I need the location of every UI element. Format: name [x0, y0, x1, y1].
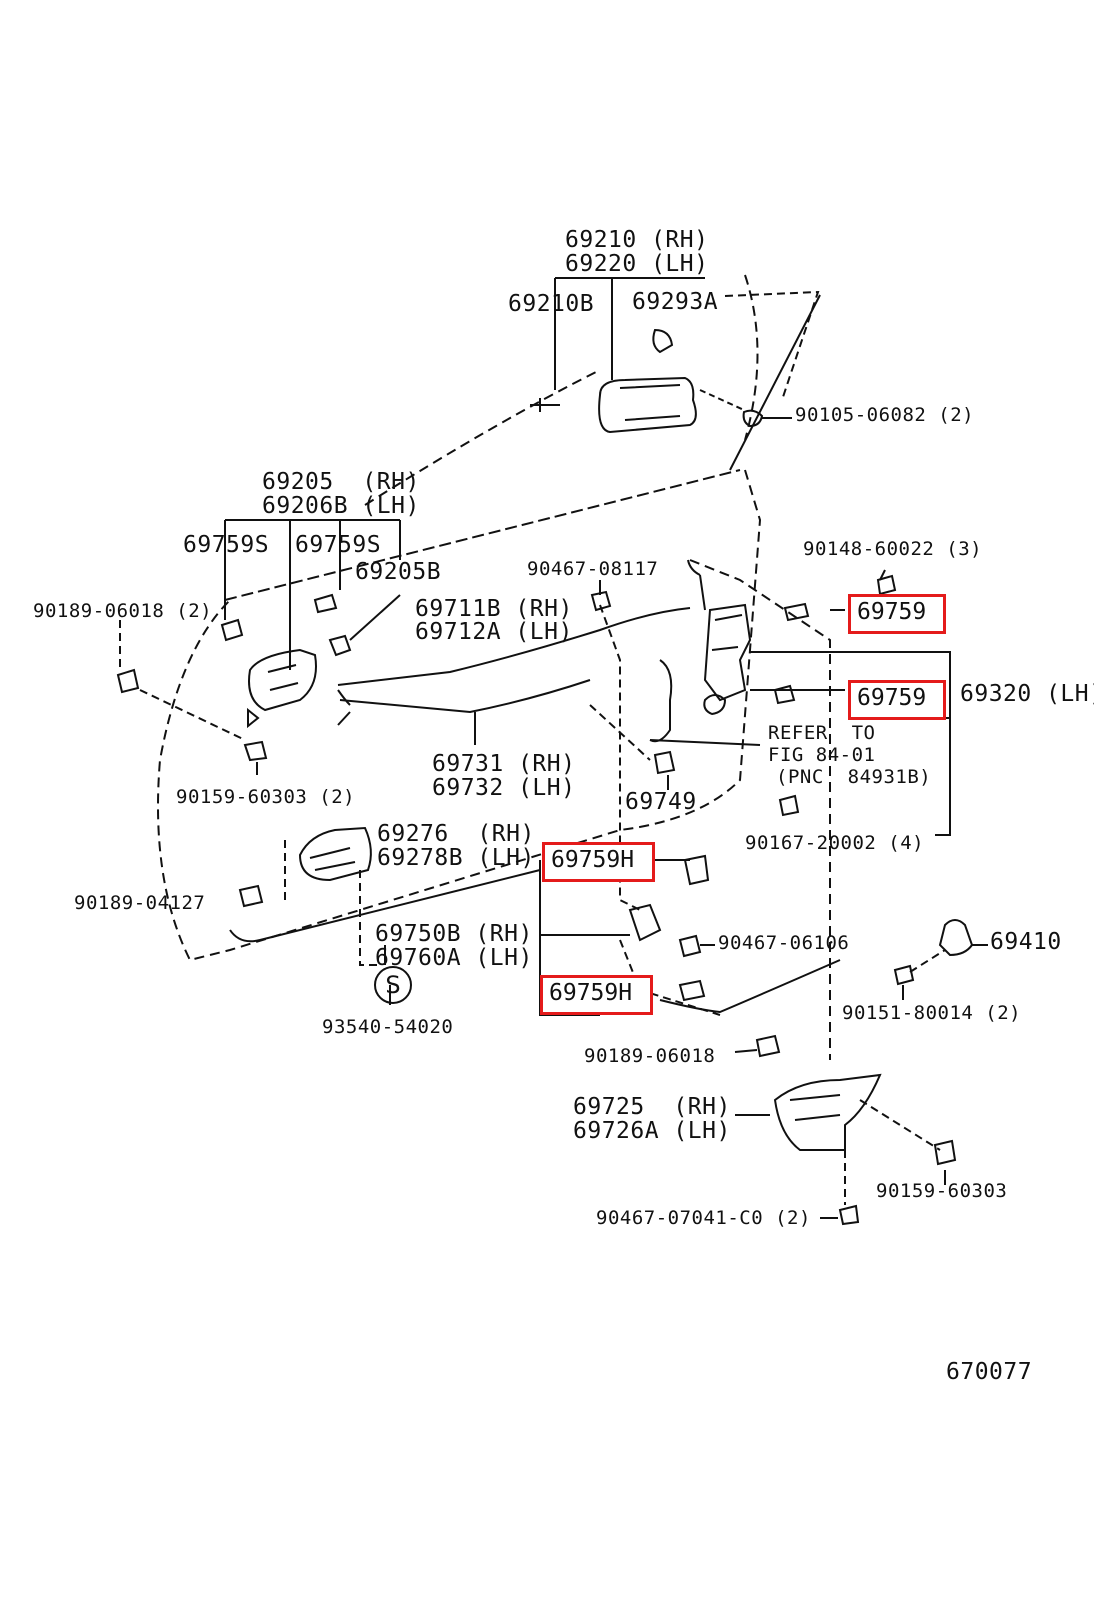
- inner-door-handle: [298, 826, 372, 882]
- screw-left: [243, 740, 268, 762]
- label-90167-20002: 90167-20002 (4): [745, 832, 925, 854]
- label-69410: 69410: [990, 929, 1062, 955]
- label-90467-06106: 90467-06106: [718, 932, 850, 954]
- rod-lower-2: [337, 711, 351, 726]
- label-69293a: 69293A: [632, 289, 719, 315]
- clip-left-3: [328, 634, 352, 657]
- label-90159-60303-2: 90159-60303 (2): [176, 786, 356, 808]
- bracket-69759h: [539, 860, 630, 1016]
- screw-90148-2: [876, 574, 897, 596]
- highlight-69759-upper[interactable]: 69759: [848, 594, 946, 634]
- door-lower-arc: [229, 869, 541, 943]
- label-90467-08117: 90467-08117: [527, 558, 659, 580]
- clip-left-2: [313, 593, 338, 614]
- link-cable-2: [649, 739, 761, 746]
- screw-90151: [893, 964, 915, 986]
- label-pnc-84931b: (PNC 84931B): [776, 766, 932, 788]
- rod-upper-2: [337, 689, 351, 706]
- label-69220-lh: 69220 (LH): [565, 251, 709, 277]
- label-69760a-lh: 69760A (LH): [375, 945, 533, 971]
- rod-lower: [339, 679, 591, 714]
- screw-90159: [933, 1139, 957, 1166]
- label-69712a-lh: 69712A (LH): [415, 619, 573, 645]
- label-69732-lh: 69732 (LH): [432, 775, 576, 801]
- label-69759s-1: 69759S: [183, 532, 270, 558]
- label-90189-06018: 90189-06018: [584, 1045, 716, 1067]
- label-69731-rh: 69731 (RH): [432, 751, 576, 777]
- bracket-69205: [224, 519, 401, 670]
- label-69759s-2: 69759S: [295, 532, 382, 558]
- label-90105-06082: 90105-06082 (2): [795, 404, 975, 426]
- rod-upper: [337, 607, 691, 686]
- label-90189-04127: 90189-04127: [74, 892, 206, 914]
- label-69725-rh: 69725 (RH): [573, 1094, 731, 1120]
- clip-90189-06018-b: [755, 1034, 781, 1058]
- dash-90467-08117: [599, 604, 641, 911]
- label-69205-rh: 69205 (RH): [262, 469, 420, 495]
- label-refer-to: REFER TO: [768, 722, 876, 744]
- label-69711b-rh: 69711B (RH): [415, 596, 573, 622]
- label-90148-60022: 90148-60022 (3): [803, 538, 983, 560]
- highlight-69759h-lower[interactable]: 69759H: [540, 975, 653, 1015]
- dash-lock: [689, 559, 831, 1060]
- label-69749: 69749: [625, 789, 697, 815]
- screw-90467-07041: [838, 1204, 860, 1226]
- label-69210b: 69210B: [508, 291, 595, 317]
- door-upper-line: [224, 469, 741, 601]
- label-fig-84-01: FIG 84-01: [768, 744, 876, 766]
- clip-69749: [653, 750, 676, 775]
- dash-90151: [909, 949, 946, 973]
- leader-69205b: [349, 594, 401, 641]
- door-outline: [157, 274, 762, 962]
- dash-90159: [859, 1099, 941, 1151]
- leader-lock-box: [750, 651, 951, 836]
- label-90189-06018-2: 90189-06018 (2): [33, 600, 213, 622]
- top-dash: [724, 290, 820, 401]
- label-90159-60303: 90159-60303: [876, 1180, 1008, 1202]
- clip-69759h-top: [683, 854, 710, 886]
- label-69205b: 69205B: [355, 559, 442, 585]
- lower-bracket: [773, 1073, 882, 1151]
- inside-handle-frame: [247, 648, 317, 729]
- lower-cable: [659, 959, 841, 1014]
- label-90151-80014: 90151-80014 (2): [842, 1002, 1022, 1024]
- striker: [938, 919, 974, 957]
- label-69320-lh: 69320 (LH): [960, 681, 1094, 707]
- highlight-69759h-upper[interactable]: 69759H: [542, 842, 655, 882]
- label-69210-rh: 69210 (RH): [565, 227, 709, 253]
- label-93540-54020: 93540-54020: [322, 1016, 454, 1038]
- leader-far-left: [119, 620, 246, 741]
- label-90467-07041-c0: 90467-07041-C0 (2): [596, 1207, 811, 1229]
- clip-far-left: [116, 668, 140, 694]
- lock-assembly: [687, 559, 752, 716]
- s-symbol: S: [374, 966, 412, 1004]
- clip-90189-04127: [238, 884, 264, 908]
- highlight-69759-lower[interactable]: 69759: [848, 680, 946, 720]
- label-69278b-lh: 69278B (LH): [377, 845, 535, 871]
- top-bracket: [554, 277, 705, 390]
- link-cable: [649, 659, 673, 743]
- label-69750b-rh: 69750B (RH): [375, 921, 533, 947]
- figure-id: 670077: [946, 1359, 1033, 1385]
- screw-right-mid: [773, 684, 796, 705]
- label-69276-rh: 69276 (RH): [377, 821, 535, 847]
- clip-69759h-bottom: [678, 979, 706, 1002]
- screw-90467-06106: [678, 934, 702, 958]
- outside-handle: [530, 328, 792, 434]
- screw-90167: [778, 794, 800, 817]
- screw-90467: [590, 590, 612, 612]
- bracket-69276: [284, 840, 380, 966]
- door-upper-diagonal: [729, 294, 821, 471]
- leader-90189-06018-b: [734, 1049, 758, 1053]
- label-69206b-lh: 69206B (LH): [262, 493, 420, 519]
- clip-left-1: [220, 618, 244, 642]
- screw-90148: [783, 602, 810, 622]
- dash-69749: [589, 704, 651, 761]
- label-69726a-lh: 69726A (LH): [573, 1118, 731, 1144]
- bell-crank: [628, 903, 662, 942]
